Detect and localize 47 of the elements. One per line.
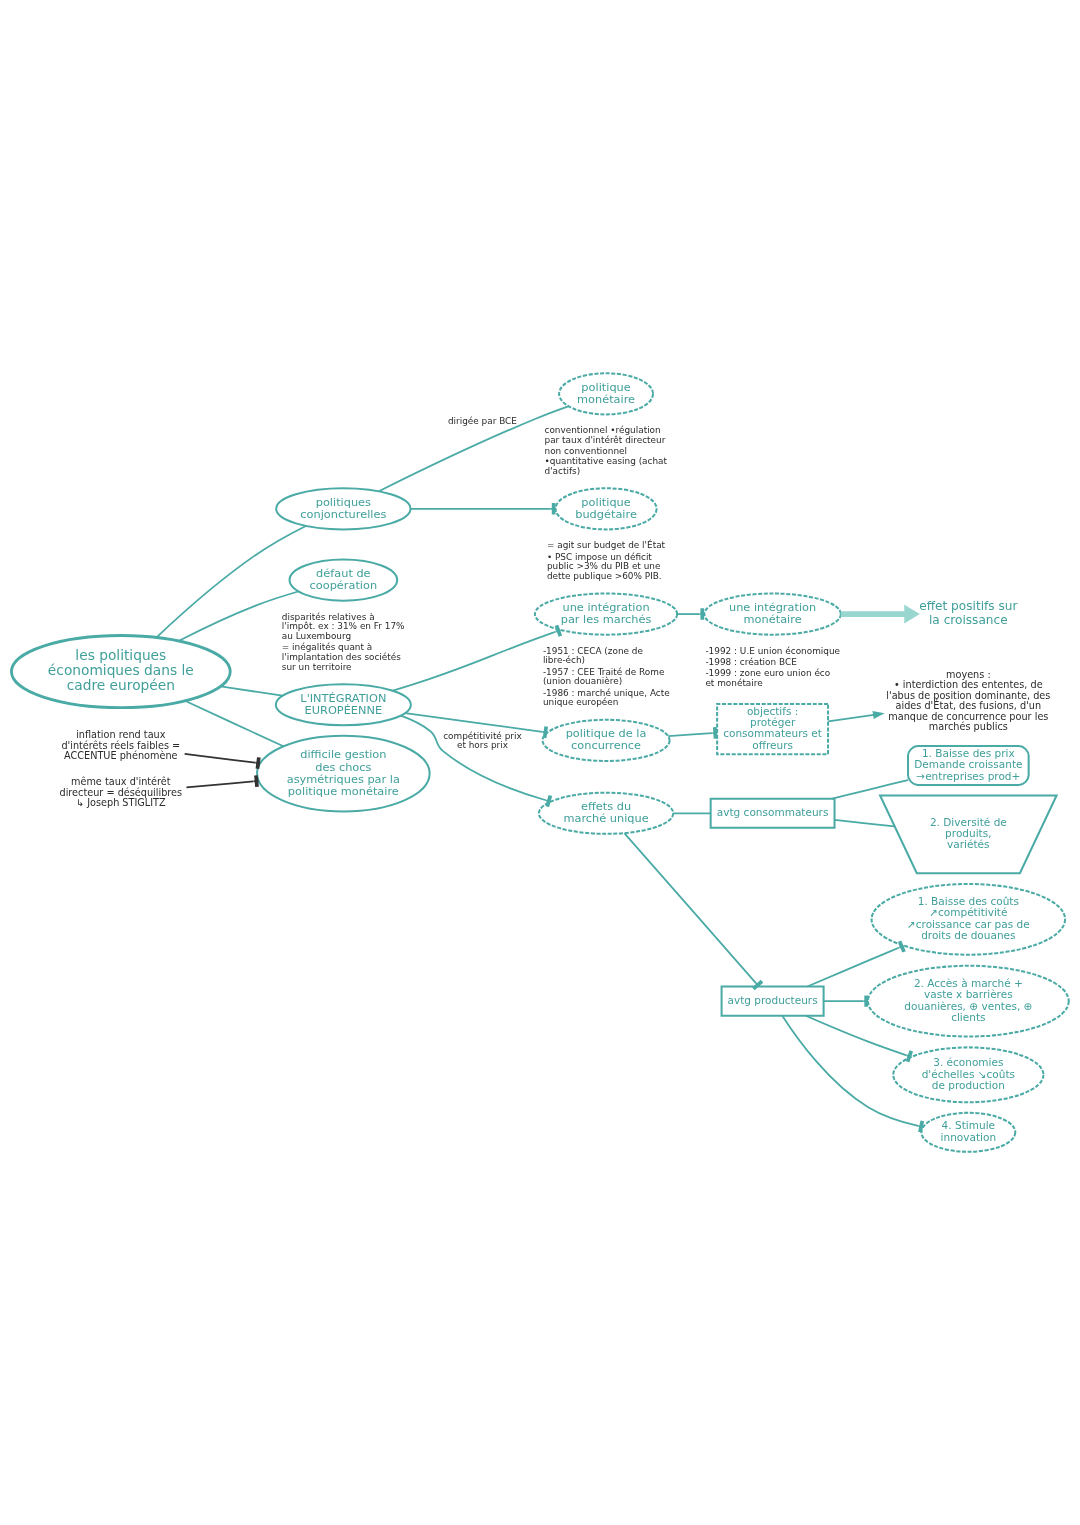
- node-label: non conventionnel •quantitative easing (achat d'actifs): [544, 446, 668, 476]
- connector: [822, 995, 869, 1007]
- node-label: -1992 : U.E union économique: [705, 645, 841, 656]
- connector: [378, 405, 570, 493]
- node-ellipse: défaut de coopération: [288, 558, 399, 602]
- connector: [831, 779, 909, 800]
- node-ellipse: L'INTÉGRATION EUROPÉENNE: [274, 683, 412, 727]
- node-ellipse: politique budgétaire: [554, 487, 658, 531]
- node-box: 1. Baisse des prix Demande croissante →entreprises prod+: [907, 745, 1030, 786]
- node-label: = inégalités quant à l'implantation des sociétés sur un territoire: [281, 642, 401, 672]
- connector: [672, 812, 712, 815]
- arrow: [840, 604, 920, 624]
- node-ellipse: politique monétaire: [558, 372, 654, 416]
- node-label: -1986 : marché unique, Acte unique européen: [542, 687, 670, 708]
- node-label: = agit sur budget de l'État: [546, 540, 666, 551]
- connector: [409, 503, 557, 515]
- connector: [676, 608, 706, 620]
- node-text: effet positifs sur la croissance: [919, 599, 1018, 627]
- node-label: -1957 : CEE Traité de Rome (union douanière): [542, 666, 665, 687]
- connector: [155, 525, 307, 639]
- node-text: inflation rend taux d'intérêts réels faibles = ACCENTUE phénomène: [61, 729, 181, 762]
- connector: [833, 819, 896, 828]
- edge-label: dirigée par BCE: [447, 415, 517, 426]
- node-ellipse: 3. économies d'échelles ↘coûts de production: [892, 1046, 1045, 1104]
- arrow: [827, 710, 885, 723]
- connector: [781, 1015, 925, 1133]
- node-box: avtg producteurs: [720, 985, 825, 1017]
- connector: [404, 712, 549, 739]
- node-label: -1999 : zone euro union éco et monétaire: [705, 668, 831, 688]
- node-ellipse: effets du marché unique: [537, 791, 675, 835]
- node-label: -1951 : CECA (zone de libre-éch): [542, 645, 643, 666]
- connector: [219, 685, 284, 697]
- node-label: disparités relatives à l'impôt. ex : 31% en Fr 17% au Luxembourg: [281, 611, 405, 642]
- node-ellipse: les politiques économiques dans le cadre européen: [10, 634, 232, 710]
- node-label: • PSC impose un déficit public >3% du PIB et une dette publique >60% PIB.: [546, 551, 662, 582]
- connector: [667, 727, 718, 739]
- node-ellipse: politiques conjoncturelles: [275, 487, 412, 531]
- connector: [177, 590, 300, 642]
- connector: [184, 699, 285, 748]
- node-label: -1998 : création BCE: [705, 656, 797, 667]
- edge-label: compétitivité prix et hors prix: [443, 730, 522, 751]
- node-text: moyens : • interdiction des ententes, de l'abus de position dominante, des aides d'État, des fusions, d'un manque de concurrence pour les marchés publics: [886, 668, 1051, 733]
- node-box: objectifs : protéger consommateurs et offreurs: [716, 702, 830, 756]
- node-ellipse: une intégration monétaire: [703, 592, 842, 636]
- node-text: même taux d'intérêt directeur = déséquilibres ↳ Joseph STIGLITZ: [59, 776, 183, 809]
- connector: [623, 832, 764, 991]
- node-box: avtg consommateurs: [709, 797, 836, 829]
